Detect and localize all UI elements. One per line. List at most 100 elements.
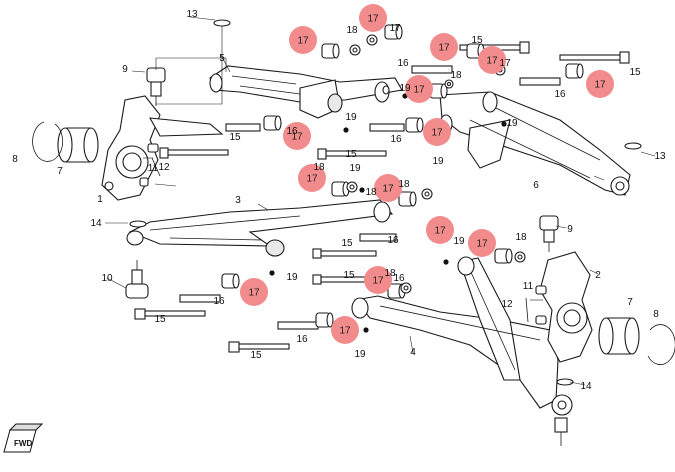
pinch-bolts — [151, 157, 529, 323]
bushings — [221, 24, 584, 328]
part-label-19: 19 — [286, 272, 298, 283]
part-label-18: 18 — [450, 70, 462, 81]
badge-label: 17 — [476, 239, 488, 250]
part-17-callout-7: 17 — [405, 75, 433, 103]
badge-circle — [289, 26, 317, 54]
part-label-14: 14 — [90, 218, 102, 229]
part-label-7: 7 — [627, 297, 633, 308]
part-label-5: 5 — [219, 53, 225, 64]
part-label-19: 19 — [506, 118, 518, 129]
part-17-callout-6: 17 — [283, 122, 311, 150]
badge-label: 17 — [431, 128, 443, 139]
right-hub-bearing — [598, 317, 640, 355]
part-label-16: 16 — [296, 334, 308, 345]
part-label-16: 16 — [286, 126, 298, 137]
sleeves — [179, 65, 561, 330]
part-label-17: 17 — [499, 58, 511, 69]
badge-label: 17 — [291, 132, 303, 143]
part-17-callout-5: 17 — [586, 70, 614, 98]
left-hub-bearing — [57, 127, 99, 163]
part-label-15: 15 — [345, 149, 357, 160]
badge-label: 17 — [438, 43, 450, 54]
part-label-17: 17 — [389, 23, 401, 34]
lower-right-a-arm — [351, 256, 573, 416]
part-17-callout-15: 17 — [331, 316, 359, 344]
badge-circle — [283, 122, 311, 150]
part-label-13: 13 — [186, 9, 198, 20]
part-label-6: 6 — [533, 180, 539, 191]
badge-label: 17 — [297, 36, 309, 47]
part-label-15: 15 — [229, 132, 241, 143]
badge-circle — [586, 70, 614, 98]
part-label-13: 13 — [654, 151, 666, 162]
part-label-16: 16 — [390, 134, 402, 145]
part-label-18: 18 — [346, 25, 358, 36]
part-17-callout-3: 17 — [430, 33, 458, 61]
dust-boots — [129, 19, 642, 386]
leader-lines — [105, 16, 656, 386]
badge-circle — [364, 266, 392, 294]
badge-label: 17 — [339, 326, 351, 337]
left-steering-knuckle — [101, 95, 224, 201]
upper-left-a-arm — [209, 65, 403, 119]
badge-label: 17 — [248, 288, 260, 299]
part-label-15: 15 — [343, 270, 355, 281]
part-label-18: 18 — [398, 179, 410, 190]
part-label-19: 19 — [453, 236, 465, 247]
part-label-19: 19 — [432, 156, 444, 167]
cotter-pins — [139, 143, 547, 325]
badge-circle — [405, 75, 433, 103]
badge-label: 17 — [434, 226, 446, 237]
badge-circle — [423, 118, 451, 146]
part-label-15: 15 — [154, 314, 166, 325]
part-label-1: 1 — [97, 194, 103, 205]
right-snap-ring — [647, 324, 675, 365]
part-label-18: 18 — [384, 268, 396, 279]
fwd-arrow-icon: FWD — [3, 423, 44, 453]
badge-label: 17 — [486, 56, 498, 67]
part-17-callout-14: 17 — [240, 278, 268, 306]
part-17-callout-8: 17 — [423, 118, 451, 146]
left-snap-ring — [32, 121, 63, 162]
part-label-11: 11 — [523, 281, 534, 292]
lower-right-ball-joint — [554, 417, 568, 446]
part-17-callout-10: 17 — [374, 174, 402, 202]
right-steering-knuckle — [539, 251, 593, 363]
badge-label: 17 — [367, 14, 379, 25]
part-label-16: 16 — [393, 273, 405, 284]
part-label-19: 19 — [399, 83, 411, 94]
part-17-callout-9: 17 — [298, 164, 326, 192]
part-17-callout-1: 17 — [289, 26, 317, 54]
part-label-9: 9 — [122, 64, 128, 75]
part-label-16: 16 — [213, 296, 225, 307]
part-label-8: 8 — [653, 309, 659, 320]
part-label-15: 15 — [250, 350, 262, 361]
upper-left-ball-joint — [146, 67, 166, 106]
part-label-18: 18 — [313, 162, 325, 173]
part-17-callout-13: 17 — [364, 266, 392, 294]
badge-circle — [331, 316, 359, 344]
part-label-9: 9 — [567, 224, 573, 235]
badge-label: 17 — [306, 174, 318, 185]
part-label-19: 19 — [345, 112, 357, 123]
badge-label: 17 — [413, 85, 425, 96]
part-label-15: 15 — [471, 35, 483, 46]
part-17-callout-2: 17 — [359, 4, 387, 32]
upper-right-ball-joint — [539, 215, 559, 252]
part-label-4: 4 — [410, 347, 416, 358]
badge-label: 17 — [594, 80, 606, 91]
badge-circle — [430, 33, 458, 61]
part-17-callout-12: 17 — [468, 229, 496, 257]
lower-left-a-arm — [126, 199, 394, 257]
part-label-18: 18 — [515, 232, 527, 243]
part-label-15: 15 — [629, 67, 641, 78]
fwd-label: FWD — [14, 439, 32, 448]
part-label-12: 12 — [158, 162, 170, 173]
part-label-7: 7 — [57, 166, 63, 177]
part-label-3: 3 — [235, 195, 241, 206]
badge-circle — [240, 278, 268, 306]
badge-circle — [359, 4, 387, 32]
